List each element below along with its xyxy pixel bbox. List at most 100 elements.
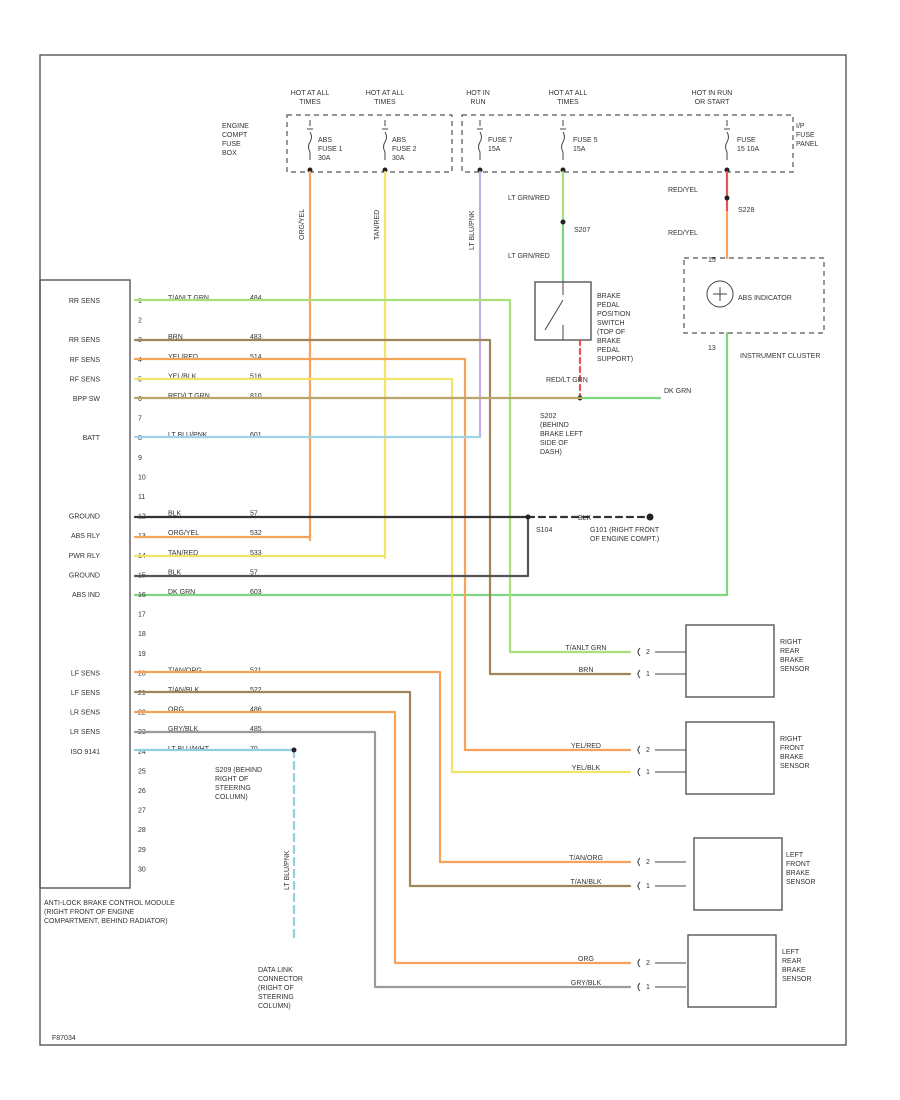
module-row-label: RR SENS <box>69 337 100 344</box>
sensor-wire-label: YEL/BLK <box>572 765 601 772</box>
module-row-pin: 17 <box>138 612 146 619</box>
module-row-pin: 11 <box>138 494 145 501</box>
wire-lf-sens-522 <box>133 690 632 888</box>
sensor-wire-pin: 2 <box>646 649 650 656</box>
module-row-wire: YEL/RED <box>168 354 198 361</box>
sensor-connector <box>637 857 686 867</box>
engine-fuse-box-outline <box>286 114 453 173</box>
module-row-pin: 28 <box>138 827 146 834</box>
sensor-wire-labels: T/ANLT GRN2BRN1YEL/RED2YEL/BLK1T/AN/ORG2… <box>566 645 686 992</box>
label-org-yel-vertical: ORG/YEL <box>299 209 306 240</box>
module-row-circuit: 483 <box>250 334 262 341</box>
lf-sensor-box <box>693 837 783 911</box>
module-row-circuit: 57 <box>250 511 258 518</box>
label-dk-grn: DK GRN <box>664 388 691 395</box>
module-row-wire: BLK <box>168 569 182 576</box>
abs-module-box <box>39 279 131 889</box>
sensor-connector <box>637 958 686 968</box>
module-row-wire: BRN <box>168 334 183 341</box>
sensor-connector <box>637 669 686 679</box>
module-row-label: ABS IND <box>72 592 100 599</box>
module-row-label: LR SENS <box>70 729 100 736</box>
module-row-circuit: 533 <box>250 550 262 557</box>
module-row-wire: LT BLU/PNK <box>168 432 208 439</box>
module-row-circuit: 532 <box>250 530 262 537</box>
sensor-wire-pin: 1 <box>646 769 650 776</box>
module-row-pin: 25 <box>138 768 146 775</box>
module-row-pin: 20 <box>138 670 146 677</box>
label-red-yel-2: RED/YEL <box>668 230 698 237</box>
splice-s228-dot <box>724 195 730 201</box>
sensor-wire-label: YEL/RED <box>571 743 601 750</box>
label-lt-grn-red-1: LT GRN/RED <box>508 195 550 202</box>
module-row-pin: 7 <box>138 416 142 423</box>
sensor-wire-label: ORG <box>578 956 594 963</box>
label-blk: BLK <box>578 515 592 522</box>
module-row-wire: ORG/YEL <box>168 530 199 537</box>
ic-pin-top: 15 <box>708 257 716 264</box>
module-row-label: GROUND <box>69 572 100 579</box>
abs-indicator-label: ABS INDICATOR <box>738 295 792 302</box>
sensor-wire-label: GRY/BLK <box>571 980 602 987</box>
wire-ground-15 <box>133 515 530 578</box>
footer-code: F87034 <box>52 1035 76 1042</box>
module-row-wire: BLK <box>168 511 182 518</box>
ic-pin-bottom: 13 <box>708 345 716 352</box>
rr-sensor-box <box>685 624 775 698</box>
sensor-wire-label: T/AN/ORG <box>569 855 603 862</box>
module-row-pin: 19 <box>138 651 146 658</box>
module-row-label: LF SENS <box>71 670 101 677</box>
module-row-label: BATT <box>83 435 101 442</box>
module-row-pin: 1 <box>138 298 142 305</box>
module-row-wire: RED/LT GRN <box>168 393 210 400</box>
module-row-wire: ORG <box>168 707 184 714</box>
module-row-label: ABS RLY <box>71 533 100 540</box>
sensor-wire-pin: 1 <box>646 671 650 678</box>
splice-s209-dot <box>291 747 297 753</box>
module-row-label: RF SENS <box>70 357 101 364</box>
module-row-pin: 30 <box>138 866 146 873</box>
sensor-wire-pin: 2 <box>646 859 650 866</box>
sensor-wire-pin: 2 <box>646 747 650 754</box>
splice-s228-label: S228 <box>738 207 754 214</box>
fuse-symbols <box>307 120 730 173</box>
instrument-cluster-label: INSTRUMENT CLUSTER <box>740 353 820 360</box>
abs-indicator-bulb <box>706 280 734 308</box>
sensor-connector <box>637 982 686 992</box>
module-row-pin: 27 <box>138 808 146 815</box>
brake-switch-contact <box>544 282 564 340</box>
module-row-label: LF SENS <box>71 690 101 697</box>
module-row-label: BPP SW <box>73 396 100 403</box>
module-row-pin: 18 <box>138 631 146 638</box>
lr-sensor-box <box>687 934 777 1008</box>
splice-s104-dot <box>525 514 531 520</box>
sensor-connector <box>637 745 686 755</box>
label-lt-grn-red-2: LT GRN/RED <box>508 253 550 260</box>
module-row-wire: T/AN/BLK <box>168 687 199 694</box>
splice-s207-label: S207 <box>574 227 590 234</box>
wire-rr-sens-483 <box>133 338 632 676</box>
diagram-frame <box>39 54 847 1046</box>
label-red-lt-grn: RED/LT GRN <box>546 377 588 384</box>
sensor-connector <box>637 881 686 891</box>
module-row-label: RR SENS <box>69 298 100 305</box>
sensor-wire-label: T/ANLT GRN <box>566 645 607 652</box>
abs-module-label: ANTI-LOCK BRAKE CONTROL MODULE(RIGHT FRO… <box>44 900 175 925</box>
wire-rf-sens-514 <box>133 357 632 752</box>
module-row-label: GROUND <box>69 514 100 521</box>
sensor-connector <box>637 647 686 657</box>
